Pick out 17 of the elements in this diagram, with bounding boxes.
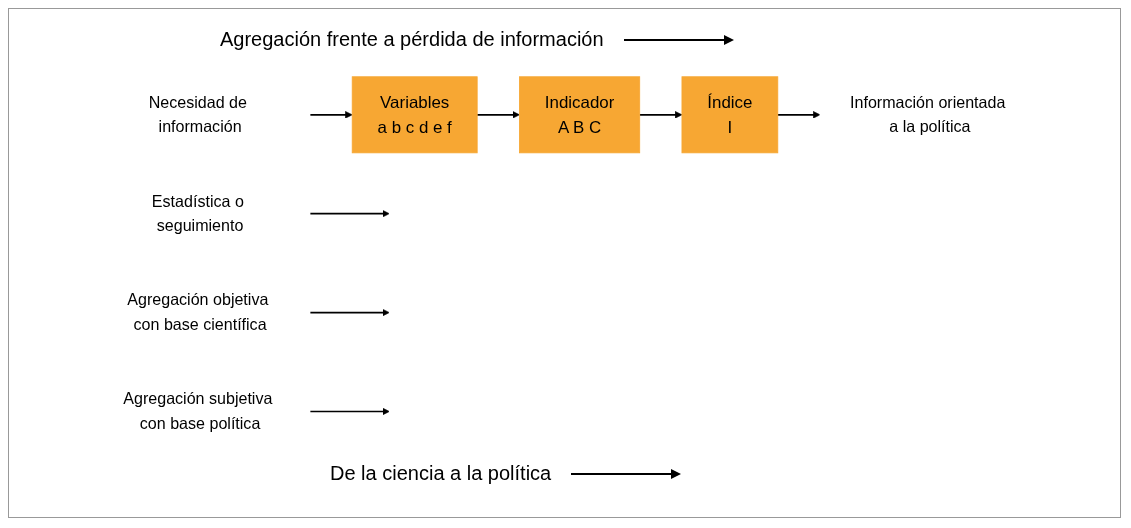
arrow — [776, 111, 821, 119]
node-text: Estadística o seguimiento — [151, 192, 244, 234]
note-text: De la ciencia a la política — [330, 462, 552, 485]
node-box: Variables a b c d e f — [351, 76, 478, 154]
node-text: Necesidad de información — [148, 93, 247, 136]
node-text: Agregación objetiva con base científica — [127, 291, 269, 333]
arrow — [476, 111, 520, 119]
node-text: Información orientada a la política — [850, 93, 1006, 136]
note-text: Agregación frente a pérdida de información — [220, 28, 604, 51]
node-text: Agregación subjetiva con base política — [123, 389, 273, 432]
node-box: Índice I — [681, 76, 779, 154]
arrow — [309, 407, 390, 416]
arrow — [309, 111, 353, 119]
arrow — [638, 111, 683, 119]
node-box: Indicador A B C — [519, 76, 641, 154]
arrow — [309, 308, 390, 317]
arrow — [309, 209, 390, 218]
